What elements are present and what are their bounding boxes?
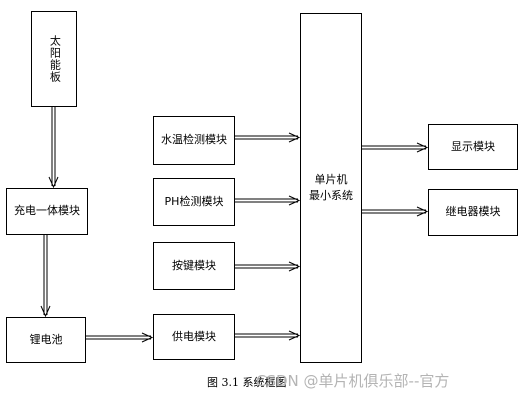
power-supply-label: 供电模块 xyxy=(172,329,216,343)
display-block: 显示模块 xyxy=(428,124,518,170)
ph-detect-block: PH检测模块 xyxy=(153,178,235,226)
mcu-system-label: 单片机 最小系统 xyxy=(309,172,353,203)
keys-label: 按键模块 xyxy=(172,258,216,272)
water-temp-label: 水温检测模块 xyxy=(161,133,227,147)
battery-label: 锂电池 xyxy=(29,332,63,346)
arrow-charger-to-battery xyxy=(40,235,51,318)
arrow-mcu-to-relay xyxy=(362,206,429,217)
mcu-system-block: 单片机 最小系统 xyxy=(300,13,362,363)
arrow-water-temp-to-mcu xyxy=(235,132,301,143)
solar-panel-block: 太阳能板 xyxy=(31,11,77,107)
keys-block: 按键模块 xyxy=(153,242,235,290)
arrow-keys-to-mcu xyxy=(235,261,301,272)
battery-block: 锂电池 xyxy=(6,317,86,363)
ph-detect-label: PH检测模块 xyxy=(164,194,224,208)
relay-block: 继电器模块 xyxy=(428,189,518,236)
charger-label: 充电一体模块 xyxy=(14,204,80,218)
water-temp-block: 水温检测模块 xyxy=(153,116,235,165)
arrow-power-to-mcu xyxy=(235,330,301,341)
solar-panel-label: 太阳能板 xyxy=(48,35,62,83)
relay-label: 继电器模块 xyxy=(445,205,501,219)
charger-block: 充电一体模块 xyxy=(6,188,88,235)
arrow-battery-to-power xyxy=(86,332,154,343)
power-supply-block: 供电模块 xyxy=(153,314,235,360)
arrow-mcu-to-display xyxy=(362,142,429,153)
arrow-solar-to-charger xyxy=(48,107,59,189)
csdn-watermark: CSDN @单片机俱乐部--官方 xyxy=(256,372,450,390)
display-label: 显示模块 xyxy=(451,139,495,153)
arrow-ph-to-mcu xyxy=(235,195,301,206)
figure-caption: 图 3.1 系统框图 xyxy=(207,376,287,389)
